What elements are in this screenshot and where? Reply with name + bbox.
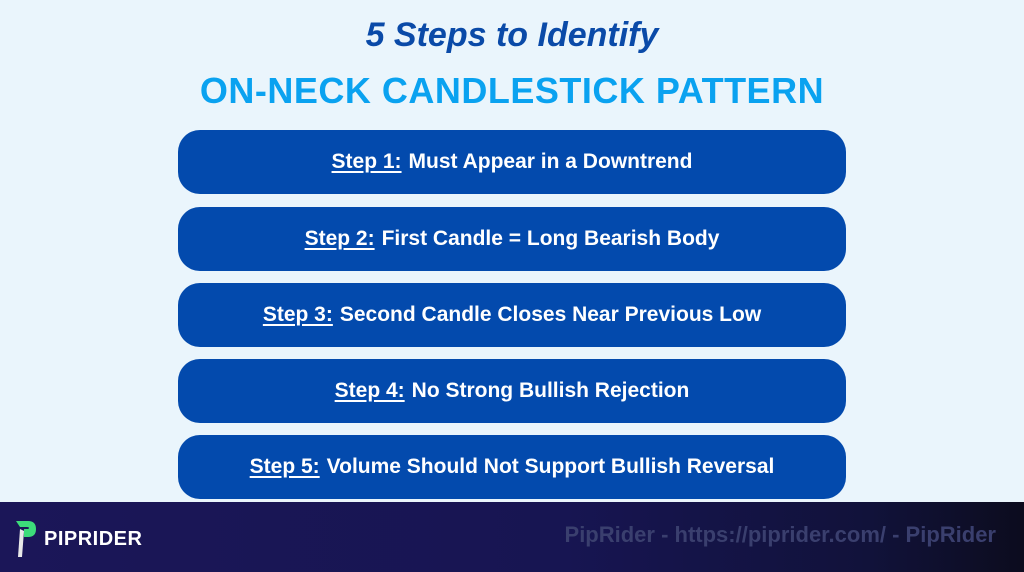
step-4: Step 4: No Strong Bullish Rejection <box>178 359 846 423</box>
piprider-logo: PIPRIDER <box>14 519 142 559</box>
step-3: Step 3: Second Candle Closes Near Previo… <box>178 283 846 347</box>
step-2: Step 2: First Candle = Long Bearish Body <box>178 207 846 271</box>
step-label: Step 2: <box>304 227 375 250</box>
piprider-logo-icon <box>16 521 36 557</box>
step-label: Step 3: <box>262 303 333 326</box>
step-label: Step 5: <box>249 455 320 478</box>
step-text: Volume Should Not Support Bullish Revers… <box>326 455 775 478</box>
title-line-1: 5 Steps to Identify <box>365 16 659 54</box>
step-text: Must Appear in a Downtrend <box>408 150 693 173</box>
brand-name: PIPRIDER <box>44 527 143 550</box>
step-5: Step 5: Volume Should Not Support Bullis… <box>178 435 846 499</box>
watermark-text: PipRider - https://piprider.com/ - PipRi… <box>564 522 996 547</box>
step-label: Step 4: <box>334 379 405 402</box>
step-text: Second Candle Closes Near Previous Low <box>339 303 762 326</box>
step-text: First Candle = Long Bearish Body <box>381 227 720 250</box>
title-line-2: ON-NECK CANDLESTICK PATTERN <box>199 70 825 111</box>
step-label: Step 1: <box>331 150 402 173</box>
step-1: Step 1: Must Appear in a Downtrend <box>178 130 846 194</box>
step-text: No Strong Bullish Rejection <box>411 379 690 402</box>
footer-bar <box>0 502 1024 572</box>
